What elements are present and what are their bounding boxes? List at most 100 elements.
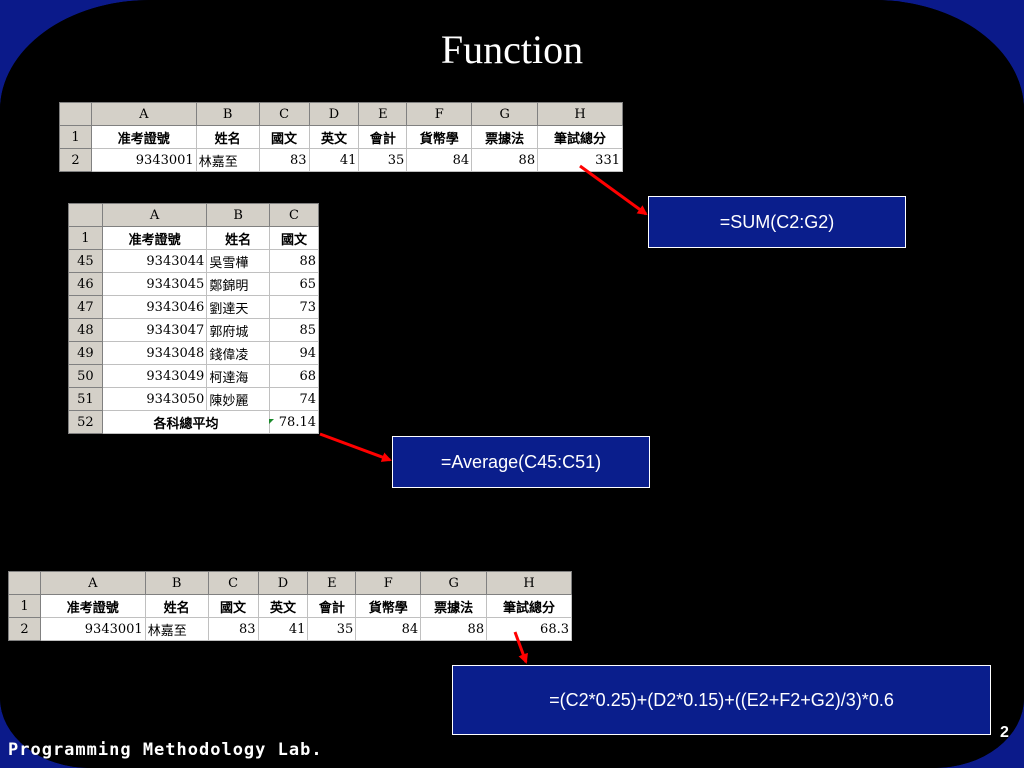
table-row-total: 52 各科總平均 78.14 <box>68 410 319 434</box>
cell[interactable]: 鄭錦明 <box>206 272 271 296</box>
cell[interactable]: 票據法 <box>471 125 539 149</box>
cell[interactable]: 國文 <box>258 125 310 149</box>
cell[interactable]: 准考證號 <box>39 594 146 618</box>
column-header[interactable]: A <box>101 203 208 227</box>
cell[interactable]: 林嘉至 <box>144 617 209 641</box>
column-header[interactable]: A <box>39 571 146 595</box>
row-header[interactable]: 1 <box>59 125 92 149</box>
row-header[interactable]: 45 <box>68 249 103 273</box>
column-header[interactable]: B <box>144 571 209 595</box>
cell[interactable]: 柯達海 <box>206 364 271 388</box>
cell[interactable]: 貨幣學 <box>355 594 422 618</box>
cell[interactable]: 姓名 <box>144 594 209 618</box>
cell[interactable]: 35 <box>307 617 357 641</box>
row-header[interactable]: 46 <box>68 272 103 296</box>
column-header[interactable]: D <box>257 571 309 595</box>
cell[interactable]: 83 <box>258 148 310 172</box>
column-header[interactable]: F <box>406 102 473 126</box>
column-header[interactable]: G <box>471 102 539 126</box>
cell[interactable]: 9343046 <box>101 295 208 319</box>
row-header[interactable]: 48 <box>68 318 103 342</box>
average-result-cell[interactable]: 78.14 <box>269 410 319 434</box>
cell[interactable]: 劉達天 <box>206 295 271 319</box>
column-header[interactable]: C <box>258 102 310 126</box>
cell[interactable]: 94 <box>269 341 319 365</box>
spreadsheet-sum-example: A B C D E F G H 1 准考證號 姓名 國文 英文 會計 貨幣學 票… <box>59 102 623 172</box>
cell[interactable]: 83 <box>207 617 259 641</box>
cell[interactable]: 筆試總分 <box>486 594 572 618</box>
cell[interactable]: 73 <box>269 295 319 319</box>
cell[interactable]: 准考證號 <box>90 125 197 149</box>
cell[interactable]: 姓名 <box>195 125 260 149</box>
cell[interactable]: 85 <box>269 318 319 342</box>
cell[interactable]: 9343001 <box>90 148 197 172</box>
cell[interactable]: 68 <box>269 364 319 388</box>
table-row: 2 9343001 林嘉至 83 41 35 84 88 331 <box>59 148 623 172</box>
cell[interactable]: 88 <box>420 617 488 641</box>
cell[interactable]: 9343001 <box>39 617 146 641</box>
cell[interactable]: 9343045 <box>101 272 208 296</box>
column-header[interactable]: F <box>355 571 422 595</box>
cell[interactable]: 9343047 <box>101 318 208 342</box>
column-header[interactable]: H <box>537 102 623 126</box>
cell[interactable]: 68.3 <box>486 617 572 641</box>
cell[interactable]: 88 <box>471 148 539 172</box>
column-header[interactable]: A <box>90 102 197 126</box>
cell[interactable]: 35 <box>358 148 408 172</box>
corner-cell[interactable] <box>59 102 92 126</box>
column-header[interactable]: H <box>486 571 572 595</box>
cell[interactable]: 國文 <box>269 226 319 250</box>
column-header[interactable]: E <box>358 102 408 126</box>
column-header[interactable]: B <box>206 203 271 227</box>
row-header[interactable]: 1 <box>8 594 41 618</box>
cell[interactable]: 吳雪樺 <box>206 249 271 273</box>
cell[interactable]: 41 <box>257 617 309 641</box>
cell[interactable]: 林嘉至 <box>195 148 260 172</box>
cell[interactable]: 會計 <box>307 594 357 618</box>
cell[interactable]: 筆試總分 <box>537 125 623 149</box>
cell[interactable]: 姓名 <box>206 226 271 250</box>
cell[interactable]: 錢偉凌 <box>206 341 271 365</box>
row-header[interactable]: 49 <box>68 341 103 365</box>
cell[interactable]: 英文 <box>308 125 360 149</box>
cell[interactable]: 84 <box>406 148 473 172</box>
cell[interactable]: 88 <box>269 249 319 273</box>
cell[interactable]: 9343044 <box>101 249 208 273</box>
cell[interactable]: 9343048 <box>101 341 208 365</box>
cell[interactable]: 貨幣學 <box>406 125 473 149</box>
cell[interactable]: 331 <box>537 148 623 172</box>
table-row: 47 9343046 劉達天 73 <box>68 295 319 319</box>
cell[interactable]: 9343049 <box>101 364 208 388</box>
cell[interactable]: 郭府城 <box>206 318 271 342</box>
table-row: 1 准考證號 姓名 國文 <box>68 226 319 250</box>
corner-cell[interactable] <box>68 203 103 227</box>
row-header[interactable]: 51 <box>68 387 103 411</box>
total-label-cell[interactable]: 各科總平均 <box>101 410 271 434</box>
cell[interactable]: 84 <box>355 617 422 641</box>
cell[interactable]: 74 <box>269 387 319 411</box>
cell[interactable]: 票據法 <box>420 594 488 618</box>
cell[interactable]: 65 <box>269 272 319 296</box>
row-header[interactable]: 50 <box>68 364 103 388</box>
column-header[interactable]: D <box>308 102 360 126</box>
row-header[interactable]: 2 <box>59 148 92 172</box>
cell[interactable]: 9343050 <box>101 387 208 411</box>
column-header[interactable]: B <box>195 102 260 126</box>
cell[interactable]: 准考證號 <box>101 226 208 250</box>
row-header[interactable]: 2 <box>8 617 41 641</box>
column-header[interactable]: G <box>420 571 488 595</box>
cell[interactable]: 會計 <box>358 125 408 149</box>
cell[interactable]: 英文 <box>257 594 309 618</box>
column-header[interactable]: E <box>307 571 357 595</box>
column-header[interactable]: C <box>207 571 259 595</box>
cell[interactable]: 41 <box>308 148 360 172</box>
corner-cell[interactable] <box>8 571 41 595</box>
cell[interactable]: 陳妙麗 <box>206 387 271 411</box>
row-header[interactable]: 52 <box>68 410 103 434</box>
column-header[interactable]: C <box>269 203 319 227</box>
cell[interactable]: 國文 <box>207 594 259 618</box>
cell-error-indicator <box>269 419 274 424</box>
row-header[interactable]: 1 <box>68 226 103 250</box>
row-header[interactable]: 47 <box>68 295 103 319</box>
